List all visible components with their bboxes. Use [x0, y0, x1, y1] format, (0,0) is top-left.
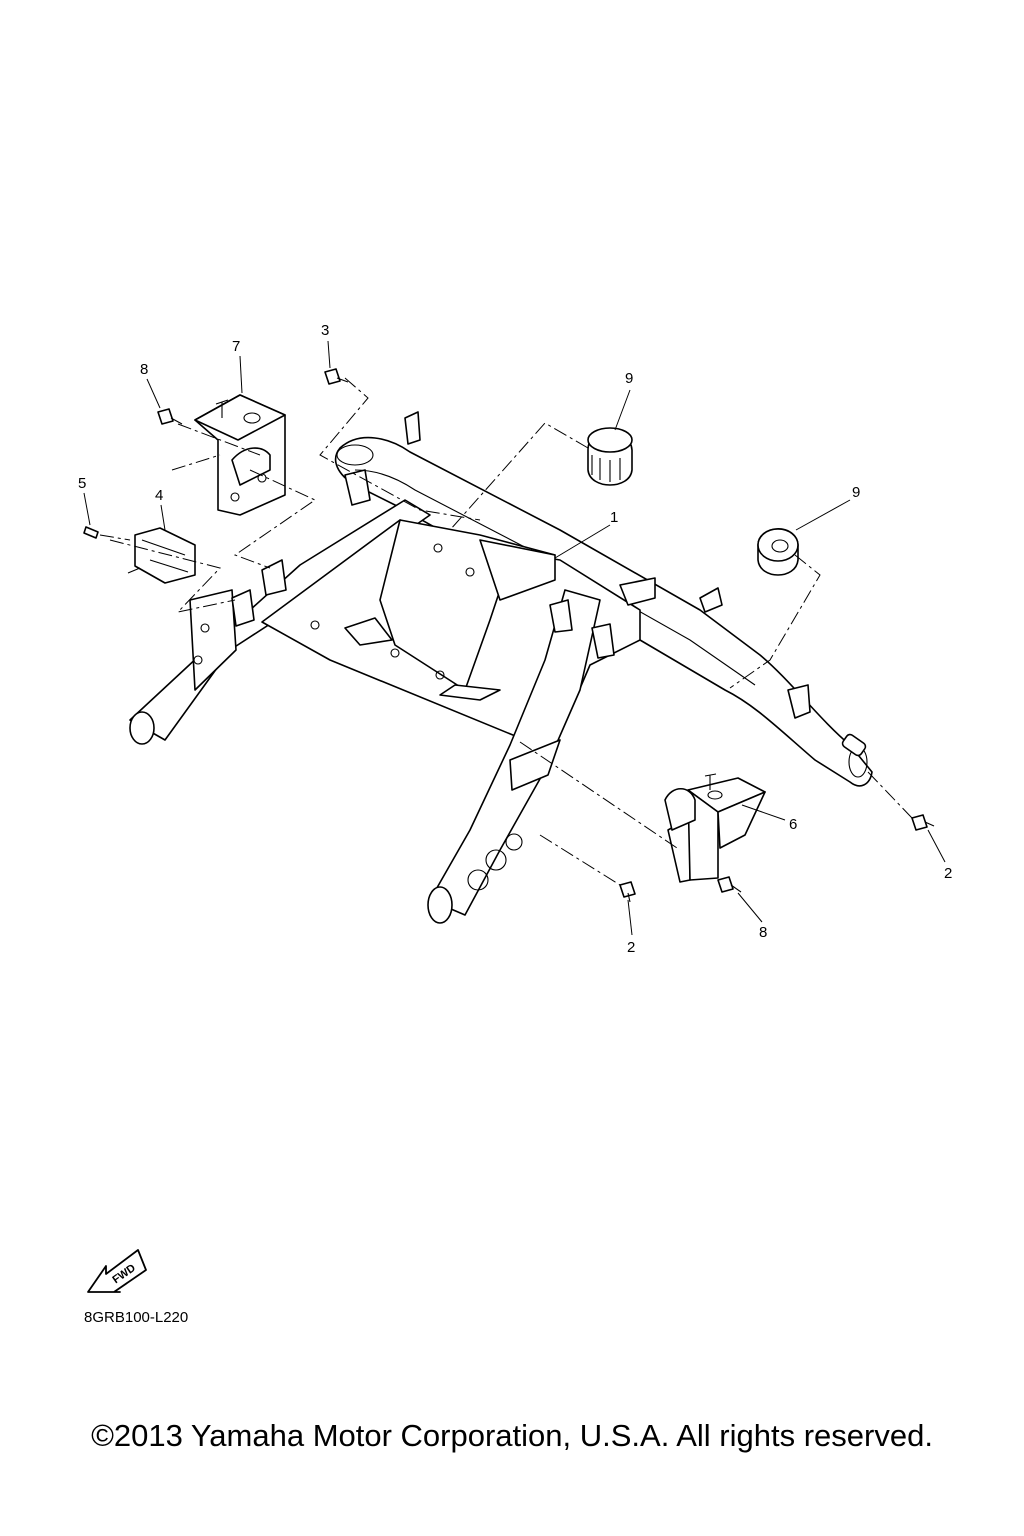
bolt-2-right: [911, 814, 935, 831]
callout-1: 1: [610, 509, 618, 526]
callout-2-right: 2: [944, 865, 952, 882]
callout-4: 4: [155, 487, 163, 504]
bolt-2-bottom: [619, 881, 636, 903]
assembly-lines: [99, 377, 913, 886]
center-housing: [379, 519, 556, 691]
front-down-tube: [429, 589, 601, 916]
bolt-3: [324, 368, 349, 385]
bracket-6: [664, 773, 766, 883]
grommet-9-right: [757, 528, 799, 576]
callout-9-right: 9: [852, 484, 860, 501]
diagram-code: 8GRB100-L220: [84, 1309, 189, 1326]
callout-8-right: 8: [759, 924, 767, 941]
grommet-9-top: [587, 427, 633, 486]
screw-5: [83, 526, 99, 539]
callout-5: 5: [78, 475, 86, 492]
clip-4: [127, 527, 196, 584]
bolt-8-right: [717, 876, 742, 893]
callout-2-bottom: 2: [627, 939, 635, 956]
bracket-7: [194, 394, 286, 516]
callout-3: 3: [321, 322, 329, 339]
frame-assembly: [129, 411, 873, 924]
callout-8-left: 8: [140, 361, 148, 378]
callout-9-top: 9: [625, 370, 633, 387]
leader-lines: [83, 340, 946, 936]
fwd-arrow-icon: FWD: [87, 1249, 147, 1293]
callout-7: 7: [232, 338, 240, 355]
copyright-notice: ©2013 Yamaha Motor Corporation, U.S.A. A…: [91, 1418, 933, 1453]
bolt-8-left: [157, 408, 183, 425]
callout-6: 6: [789, 816, 797, 833]
